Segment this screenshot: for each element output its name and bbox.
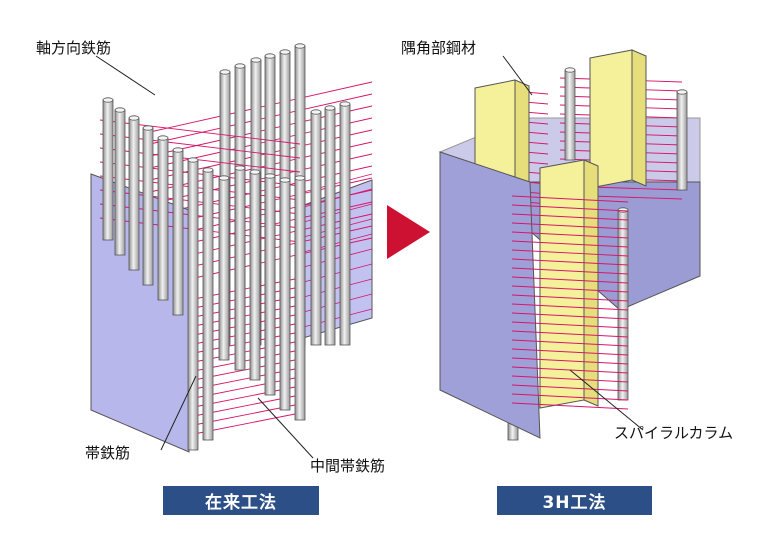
spiral-hoops-front bbox=[511, 195, 629, 410]
spiral-hoop bbox=[511, 321, 629, 329]
spiral-hoop bbox=[511, 393, 629, 401]
axial-rebar bbox=[310, 111, 322, 346]
spiral-hoop bbox=[511, 204, 629, 212]
axial-rebar bbox=[234, 167, 246, 371]
corner-steel-front-flange bbox=[583, 159, 599, 407]
axial-rebar bbox=[172, 149, 184, 316]
axial-rebar bbox=[324, 107, 336, 346]
axial-rebar bbox=[249, 171, 261, 381]
spiral-bar bbox=[617, 209, 629, 401]
method-3h-structure bbox=[438, 49, 701, 441]
spiral-hoop bbox=[511, 258, 629, 266]
caption-3h-method: 3H工法 bbox=[497, 486, 652, 515]
spiral-hoop bbox=[511, 384, 629, 392]
axial-rebar-cap bbox=[142, 125, 154, 131]
spiral-hoop bbox=[511, 357, 629, 365]
axial-rebar-cap bbox=[202, 167, 214, 173]
spiral-bar-cap bbox=[676, 89, 688, 95]
axial-rebar-cap bbox=[187, 157, 199, 163]
label-axial-rebar: 軸方向鉄筋 bbox=[36, 39, 111, 57]
axial-rebar bbox=[114, 109, 126, 256]
axial-rebar bbox=[339, 103, 351, 346]
spiral-bar-cap bbox=[617, 207, 629, 213]
axial-rebar bbox=[264, 175, 276, 396]
axial-rebar-cap bbox=[264, 173, 276, 179]
axial-rebar bbox=[294, 177, 306, 421]
spiral-hoop bbox=[511, 312, 629, 320]
spiral-hoop bbox=[511, 240, 629, 248]
axial-rebar-cap bbox=[279, 49, 291, 55]
spiral-hoop bbox=[511, 267, 629, 275]
spiral-bar-cap bbox=[564, 67, 576, 73]
axial-rebar-cap bbox=[310, 109, 322, 115]
axial-rebar-cap bbox=[279, 177, 291, 183]
axial-rebar bbox=[279, 179, 291, 411]
spiral-hoop bbox=[511, 303, 629, 311]
axial-rebar bbox=[102, 99, 114, 241]
spiral-hoop bbox=[511, 222, 629, 230]
axial-rebar bbox=[202, 169, 214, 441]
axial-rebar-cap bbox=[324, 105, 336, 111]
axial-rebar-cap bbox=[339, 101, 351, 107]
label-spiral-column: スパイラルカラム bbox=[614, 424, 733, 442]
spiral-hoop bbox=[511, 348, 629, 356]
spiral-bar bbox=[676, 91, 688, 191]
axial-rebar-cap bbox=[219, 69, 231, 75]
spiral-hoop bbox=[511, 330, 629, 338]
axial-rebar-cap bbox=[249, 169, 261, 175]
axial-rebar-cap bbox=[294, 175, 306, 181]
direction-arrow bbox=[387, 205, 430, 259]
axial-rebar-cap bbox=[250, 57, 262, 63]
axial-rebar-cap bbox=[234, 165, 246, 171]
axial-rebar bbox=[187, 159, 199, 451]
spiral-hoop bbox=[511, 213, 629, 221]
label-intermediate-hoop: 中間帯鉄筋 bbox=[310, 457, 385, 475]
axial-rebars-front bbox=[102, 97, 306, 451]
spiral-hoop bbox=[511, 339, 629, 347]
axial-rebar-cap bbox=[102, 97, 114, 103]
axial-rebar-cap bbox=[234, 63, 246, 69]
axial-rebar-cap bbox=[218, 175, 230, 181]
spiral-hoop bbox=[511, 294, 629, 302]
spiral-hoop bbox=[511, 249, 629, 257]
axial-rebar bbox=[128, 117, 140, 271]
axial-rebar-cap bbox=[114, 107, 126, 113]
leader-lines bbox=[95, 55, 644, 459]
spiral-bar bbox=[564, 69, 576, 161]
spiral-hoop bbox=[511, 276, 629, 284]
label-corner-steel: 隅角部鋼材 bbox=[401, 39, 476, 57]
caption-conventional-method: 在来工法 bbox=[163, 486, 319, 515]
axial-rebar bbox=[142, 127, 154, 286]
axial-rebar-cap bbox=[128, 115, 140, 121]
axial-rebar-cap bbox=[264, 53, 276, 59]
corner-steel-back-right-flange bbox=[631, 49, 647, 187]
label-hoop-rebar: 帯鉄筋 bbox=[85, 444, 130, 462]
axial-rebar bbox=[157, 137, 169, 301]
spiral-hoop bbox=[511, 195, 629, 203]
spiral-hoop bbox=[511, 285, 629, 293]
spiral-hoop bbox=[511, 231, 629, 239]
spiral-hoop bbox=[511, 375, 629, 383]
axial-rebar-cap bbox=[157, 135, 169, 141]
conventional-structure bbox=[90, 43, 373, 453]
axial-rebar-cap bbox=[294, 43, 306, 49]
spiral-hoop bbox=[511, 402, 629, 410]
axial-rebar-cap bbox=[172, 147, 184, 153]
axial-rebar bbox=[218, 177, 230, 361]
